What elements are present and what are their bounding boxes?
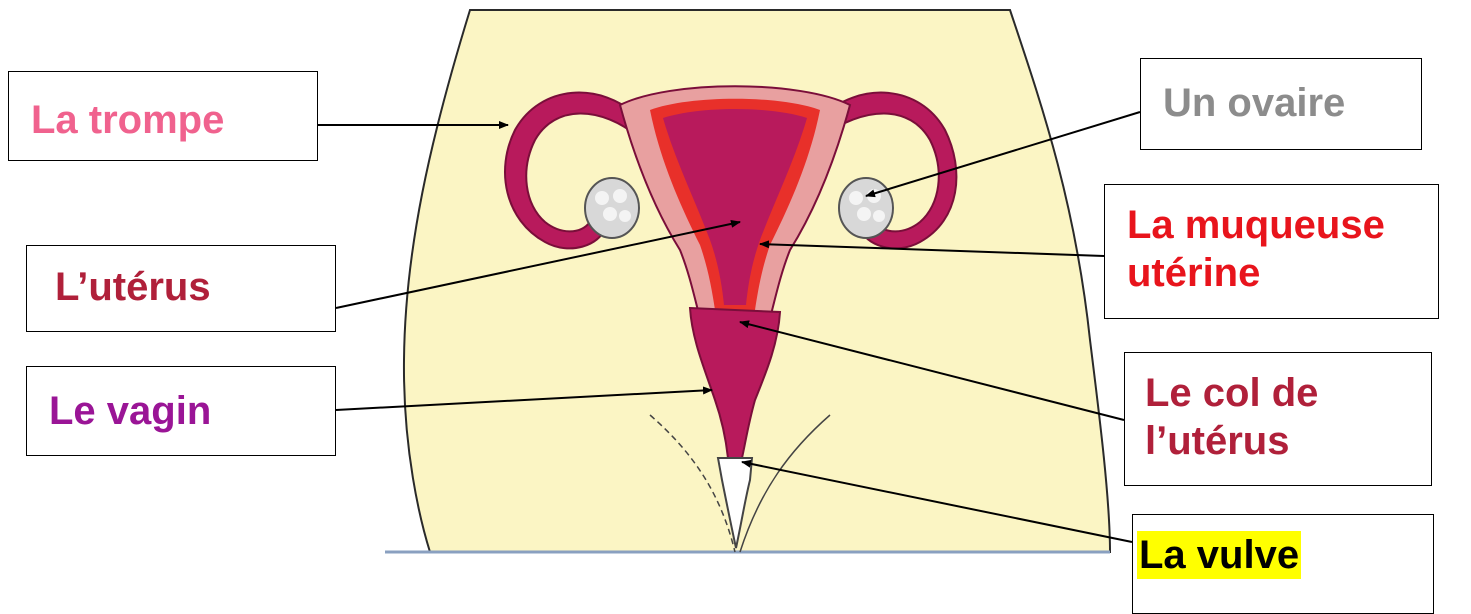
label-box-muqueuse: La muqueuse utérine: [1104, 184, 1439, 319]
label-box-ovaire: Un ovaire: [1140, 58, 1422, 150]
label-box-trompe: La trompe: [8, 71, 318, 161]
label-col-line2: l’utérus: [1145, 417, 1289, 465]
label-vulve: La vulve: [1137, 531, 1301, 579]
right-ovary: [839, 178, 893, 238]
label-box-vagin: Le vagin: [26, 366, 336, 456]
label-box-col: Le col de l’utérus: [1124, 352, 1432, 486]
label-muqueuse-line2: utérine: [1127, 249, 1260, 297]
label-trompe: La trompe: [31, 96, 224, 144]
label-uterus: L’utérus: [55, 263, 211, 311]
label-muqueuse-line1: La muqueuse: [1127, 201, 1385, 249]
label-col-line1: Le col de: [1145, 369, 1318, 417]
label-box-uterus: L’utérus: [26, 245, 336, 332]
label-box-vulve: La vulve: [1132, 514, 1434, 614]
left-ovary: [585, 178, 639, 238]
label-ovaire: Un ovaire: [1163, 79, 1345, 127]
label-vagin: Le vagin: [49, 387, 211, 435]
